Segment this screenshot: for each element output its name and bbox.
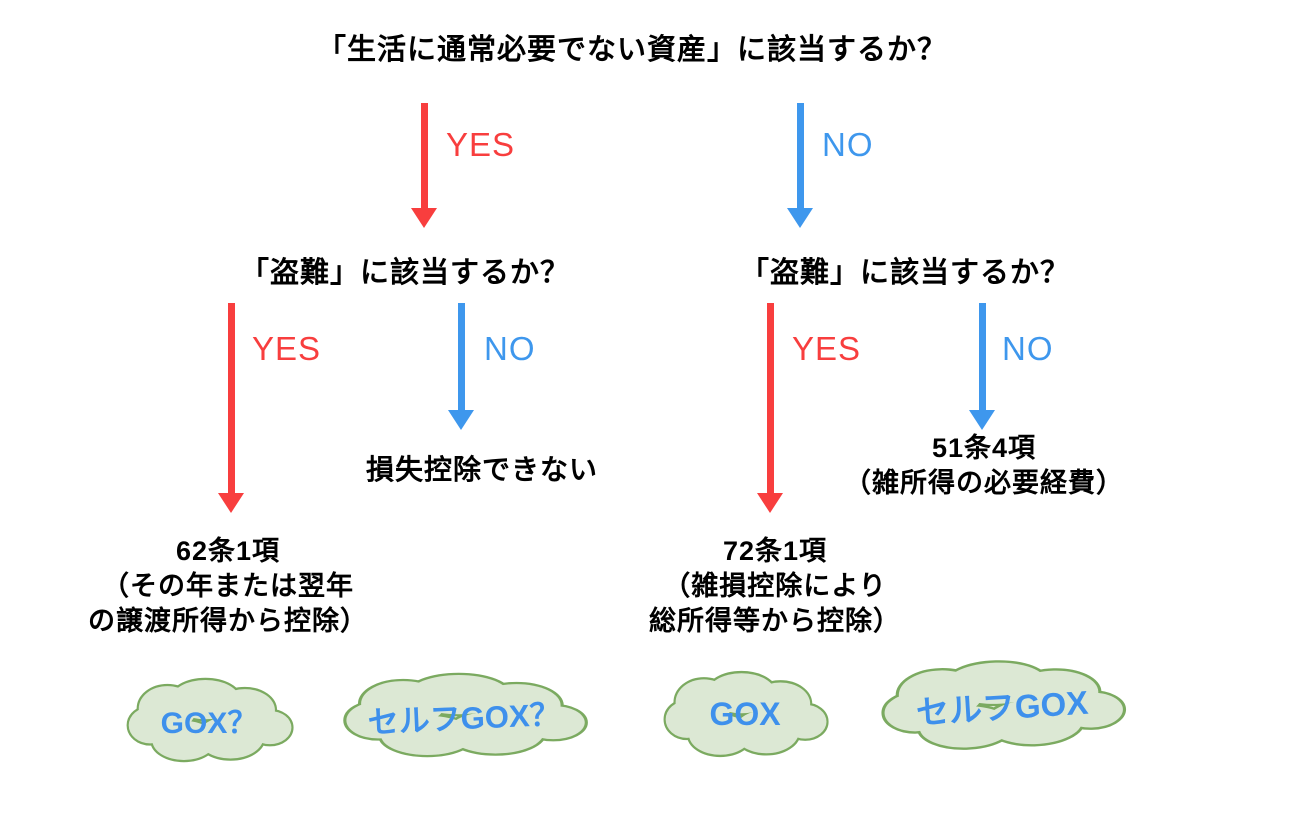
outcome-article-51-4: 51条4項 （雑所得の必要経費） <box>784 431 1184 501</box>
outcome-line: 損失控除できない <box>365 454 598 485</box>
outcome-line: 総所得等から控除） <box>649 606 901 636</box>
arrow-down-no-root <box>787 103 813 228</box>
label-no-root: NO <box>822 126 874 163</box>
arrow-head-icon <box>411 208 437 228</box>
question-theft-left: 「盗難」に該当するか？ <box>239 257 570 289</box>
arrow-shaft <box>420 103 428 208</box>
outcome-no-deduction: 損失控除できない <box>282 452 682 487</box>
arrow-shaft <box>978 303 986 410</box>
cloud-gox-question: GOX？ <box>123 671 295 769</box>
arrow-down-no-right <box>969 303 995 430</box>
label-no-right: NO <box>1002 330 1054 367</box>
label-yes-left: YES <box>252 330 322 367</box>
cloud-self-gox: セルフGOX <box>875 650 1130 760</box>
arrow-head-icon <box>969 410 995 430</box>
outcome-article-72-1: 72条1項 （雑損控除により 総所得等から控除） <box>575 534 975 639</box>
outcome-line: （雑損控除により <box>663 571 887 601</box>
label-yes-right: YES <box>792 330 862 367</box>
arrow-head-icon <box>757 493 783 513</box>
arrow-down-yes-left <box>218 303 244 513</box>
arrow-shaft <box>766 303 774 493</box>
label-no-left: NO <box>484 330 536 367</box>
cloud-label: GOX <box>709 695 781 732</box>
outcome-article-62-1: 62条1項 （その年または翌年 の譲渡所得から控除） <box>28 534 428 639</box>
page-title: 「生活に通常必要でない資産」に該当するか？ <box>316 34 947 66</box>
label-yes-root: YES <box>446 126 516 163</box>
arrow-down-no-left <box>448 303 474 430</box>
outcome-line: 51条4項 <box>931 433 1037 463</box>
arrow-down-yes-root <box>411 103 437 228</box>
cloud-self-gox-question: セルフGOX？ <box>338 666 590 764</box>
outcome-line: 72条1項 <box>722 536 828 566</box>
outcome-line: 62条1項 <box>175 536 281 566</box>
cloud-label: セルフGOX <box>914 683 1090 731</box>
arrow-down-yes-right <box>757 303 783 513</box>
cloud-label: セルフGOX？ <box>367 696 562 740</box>
outcome-line: （その年または翌年 <box>102 571 354 601</box>
arrow-head-icon <box>448 410 474 430</box>
cloud-gox: GOX <box>660 664 830 764</box>
arrow-shaft <box>227 303 235 493</box>
arrow-shaft <box>457 303 465 410</box>
outcome-line: （雑所得の必要経費） <box>844 468 1124 498</box>
question-theft-right: 「盗難」に該当するか？ <box>739 257 1070 289</box>
outcome-line: の譲渡所得から控除） <box>88 606 368 636</box>
arrow-head-icon <box>787 208 813 228</box>
arrow-head-icon <box>218 493 244 513</box>
arrow-shaft <box>796 103 804 208</box>
cloud-label: GOX？ <box>160 707 258 740</box>
